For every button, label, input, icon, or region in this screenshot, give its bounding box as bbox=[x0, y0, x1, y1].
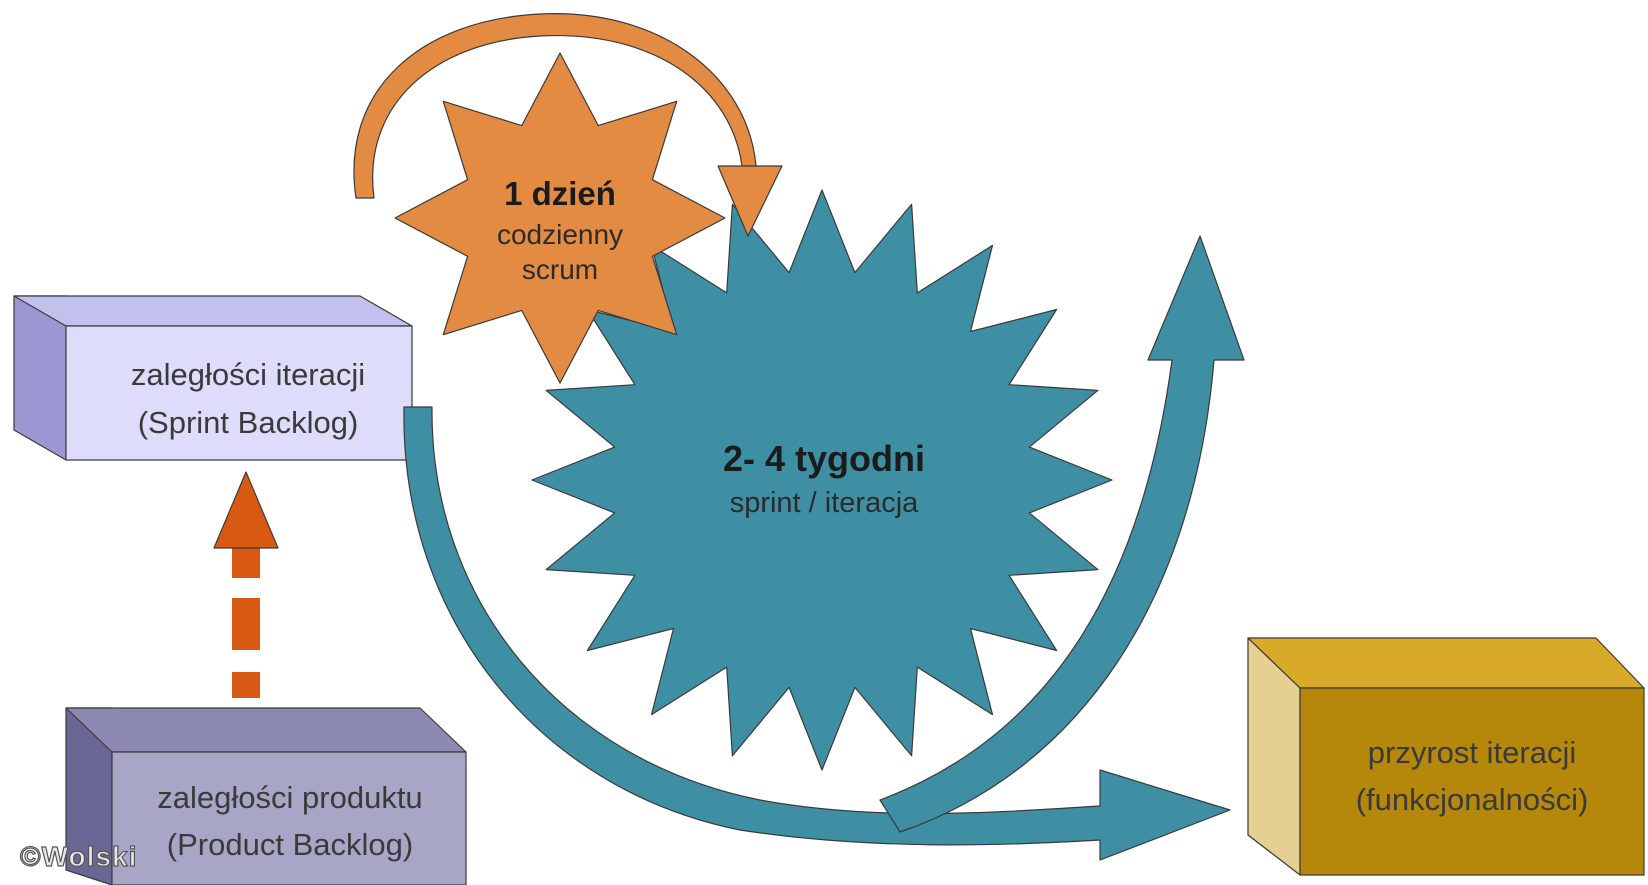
product-backlog-front bbox=[111, 751, 467, 885]
iteration-up-arrow bbox=[879, 235, 1245, 833]
sprint-flow-arrow bbox=[403, 406, 1231, 861]
backlog-arrow-dash-3 bbox=[232, 548, 260, 578]
sprint-flow-arc bbox=[403, 406, 1231, 861]
sprint-backlog-box: zaległości iteracji (Sprint Backlog) bbox=[13, 295, 413, 461]
increment-box: przyrost iteracji (funkcjonalności) bbox=[1247, 637, 1645, 876]
daily-star: 1 dzień codzienny scrum bbox=[394, 52, 726, 384]
increment-top bbox=[1247, 637, 1645, 689]
sprint-title: 2- 4 tygodni bbox=[723, 438, 925, 479]
increment-front bbox=[1299, 687, 1645, 876]
backlog-arrow-dash-1 bbox=[232, 672, 260, 698]
increment-label-line1: przyrost iteracji bbox=[1368, 735, 1576, 770]
daily-title: 1 dzień bbox=[504, 175, 616, 212]
increment-label-line2: (funkcjonalności) bbox=[1356, 782, 1589, 817]
daily-line1: codzienny bbox=[497, 219, 623, 250]
sprint-backlog-label-line2: (Sprint Backlog) bbox=[138, 405, 359, 440]
product-backlog-box: zaległości produktu (Product Backlog) bbox=[65, 707, 467, 885]
product-backlog-top bbox=[65, 707, 467, 753]
daily-star-shape bbox=[394, 52, 726, 384]
daily-loop-arrow bbox=[353, 13, 783, 237]
sprint-backlog-top bbox=[13, 295, 413, 327]
backlog-flow-arrow bbox=[213, 471, 279, 698]
copyright-watermark: ©Wolski bbox=[19, 841, 138, 872]
sprint-subtitle: sprint / iteracja bbox=[730, 487, 919, 519]
product-backlog-label-line1: zaległości produktu bbox=[157, 780, 422, 815]
backlog-arrow-head bbox=[213, 471, 279, 549]
daily-loop-arrow-head bbox=[717, 165, 783, 237]
sprint-backlog-label-line1: zaległości iteracji bbox=[131, 357, 365, 392]
daily-line2: scrum bbox=[522, 254, 598, 285]
backlog-arrow-dash-2 bbox=[232, 598, 260, 650]
iteration-up-arrow-body bbox=[879, 235, 1245, 833]
product-backlog-label-line2: (Product Backlog) bbox=[167, 827, 413, 862]
